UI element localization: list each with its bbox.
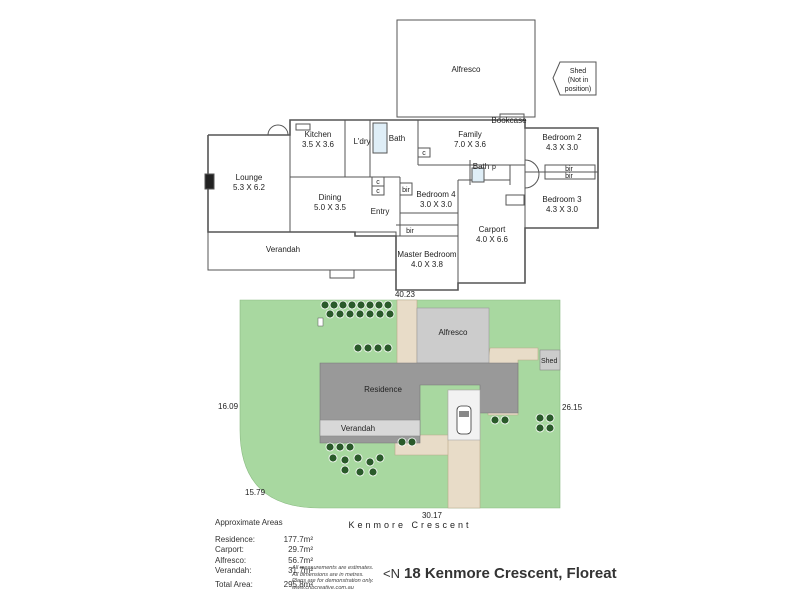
area-label: Verandah:	[215, 566, 252, 575]
trees	[320, 300, 555, 477]
site-verandah	[319, 419, 421, 437]
total-area-label: Total Area:	[215, 579, 253, 589]
street-name: Kenmore Crescent	[348, 520, 471, 530]
cupboard-label-1: c	[376, 179, 380, 186]
lounge-label: Lounge	[236, 173, 263, 182]
total-area-value: 295.8m²	[283, 579, 313, 589]
dining-label: Dining	[319, 193, 342, 202]
north-arrow-icon: <N	[383, 566, 400, 581]
family-label: Family	[458, 130, 482, 139]
disclaimer-line: All measurements are estimates.	[292, 565, 374, 571]
carport-dims: 4.0 X 6.6	[476, 235, 509, 244]
alfresco-outline	[396, 19, 536, 118]
fireplace	[204, 173, 215, 190]
area-row: Residence: 177.7m²	[215, 535, 395, 546]
disclaimer-line: Plans are for demonstration only.	[292, 578, 374, 585]
dimension-left: 16.09	[218, 402, 239, 411]
bir-label-bedroom3: bir	[565, 173, 573, 180]
site-verandah-label: Verandah	[341, 424, 375, 433]
bedroom3-label: Bedroom 3	[542, 195, 582, 204]
area-value: 56.7m²	[288, 555, 313, 565]
site-shed-label: Shed	[541, 358, 557, 365]
cupboard-label-2: c	[376, 188, 380, 195]
carport-label: Carport	[479, 225, 506, 234]
bath-fixture	[372, 122, 388, 154]
verandah-label: Verandah	[266, 245, 300, 254]
laundry-label: L'dry	[353, 137, 370, 146]
dimension-right: 26.15	[562, 403, 583, 412]
verandah-outline	[207, 231, 397, 271]
ensuite-label: Bath	[473, 162, 489, 171]
area-row: Alfresco: 56.7m²	[215, 556, 395, 567]
lounge-dims: 5.3 X 6.2	[233, 183, 266, 192]
cupboard-label-3: c	[422, 150, 426, 157]
ensuite-shower	[471, 167, 485, 183]
area-label: Residence:	[215, 534, 256, 544]
carport-steps	[505, 194, 525, 206]
bookcase-label: Bookcase	[491, 116, 527, 125]
bedroom3-dims: 4.3 X 3.0	[546, 205, 579, 214]
verandah-steps	[329, 269, 355, 279]
bath-label: Bath	[389, 134, 405, 143]
disclaimer: All measurements are estimates. All dime…	[292, 565, 387, 591]
bedroom4-dims: 3.0 X 3.0	[420, 200, 453, 209]
dimension-corner: 15.79	[245, 488, 266, 497]
area-value: 31.7m²	[288, 566, 313, 575]
dimension-bottom: 30.17	[422, 511, 443, 520]
family-dims: 7.0 X 3.6	[454, 140, 487, 149]
area-total-row: Total Area: 295.8m²	[215, 580, 395, 591]
kitchen-label: Kitchen	[305, 130, 332, 139]
floor-plan	[204, 19, 599, 291]
alfresco-label: Alfresco	[452, 65, 481, 74]
site-alfresco-label: Alfresco	[439, 328, 468, 337]
site-shed	[539, 349, 561, 371]
site-plan	[239, 299, 561, 509]
bedroom4-label: Bedroom 4	[416, 190, 456, 199]
master-bedroom-label: Master Bedroom	[397, 250, 456, 259]
floor-plan-labels: Alfresco Shed (Not in position) Kitchen …	[233, 65, 591, 269]
pantry-label: p	[492, 164, 496, 171]
area-label: Carport:	[215, 545, 244, 554]
shed-label-line3: position)	[565, 86, 591, 93]
disclaimer-link: www.cribcreative.com.au	[292, 584, 354, 591]
site-residence-label: Residence	[364, 385, 402, 394]
entry-label: Entry	[371, 207, 390, 216]
approximate-areas: Approximate Areas Residence: 177.7m² Car…	[215, 518, 395, 590]
property-address: <N 18 Kenmore Crescent, Floreat	[383, 565, 617, 582]
shed-label: Shed	[570, 68, 586, 75]
master-bedroom-dims: 4.0 X 3.8	[411, 260, 444, 269]
house-outline	[207, 119, 599, 291]
dining-dims: 5.0 X 3.5	[314, 203, 347, 212]
area-value: 29.7m²	[288, 545, 313, 554]
bir-label-master: bir	[406, 228, 414, 235]
disclaimer-line: All dimensions are in metres.	[292, 571, 364, 578]
area-value: 177.7m²	[283, 534, 313, 544]
address-text: 18 Kenmore Crescent, Floreat	[403, 565, 617, 582]
car-icon	[456, 405, 472, 435]
area-label: Alfresco:	[215, 555, 247, 565]
bookcase-shelf	[499, 113, 525, 121]
kitchen-dims: 3.5 X 3.6	[302, 140, 335, 149]
site-plan-labels: Alfresco Residence Verandah Shed 40.23 1…	[218, 290, 583, 530]
kitchen-sink	[295, 123, 311, 131]
bir-label-bedroom2: bir	[565, 166, 573, 173]
shed-outline	[552, 61, 597, 96]
shed-label-line2: (Not in	[568, 77, 589, 84]
bir-label-bedroom4: bir	[402, 187, 410, 194]
site-alfresco	[416, 307, 490, 364]
area-row: Carport: 29.7m²	[215, 545, 395, 556]
bedroom2-label: Bedroom 2	[542, 133, 582, 142]
bedroom2-dims: 4.3 X 3.0	[546, 143, 579, 152]
area-row: Verandah: 31.7m²	[215, 566, 395, 577]
areas-heading: Approximate Areas	[215, 518, 283, 527]
dimension-top: 40.23	[395, 290, 416, 299]
